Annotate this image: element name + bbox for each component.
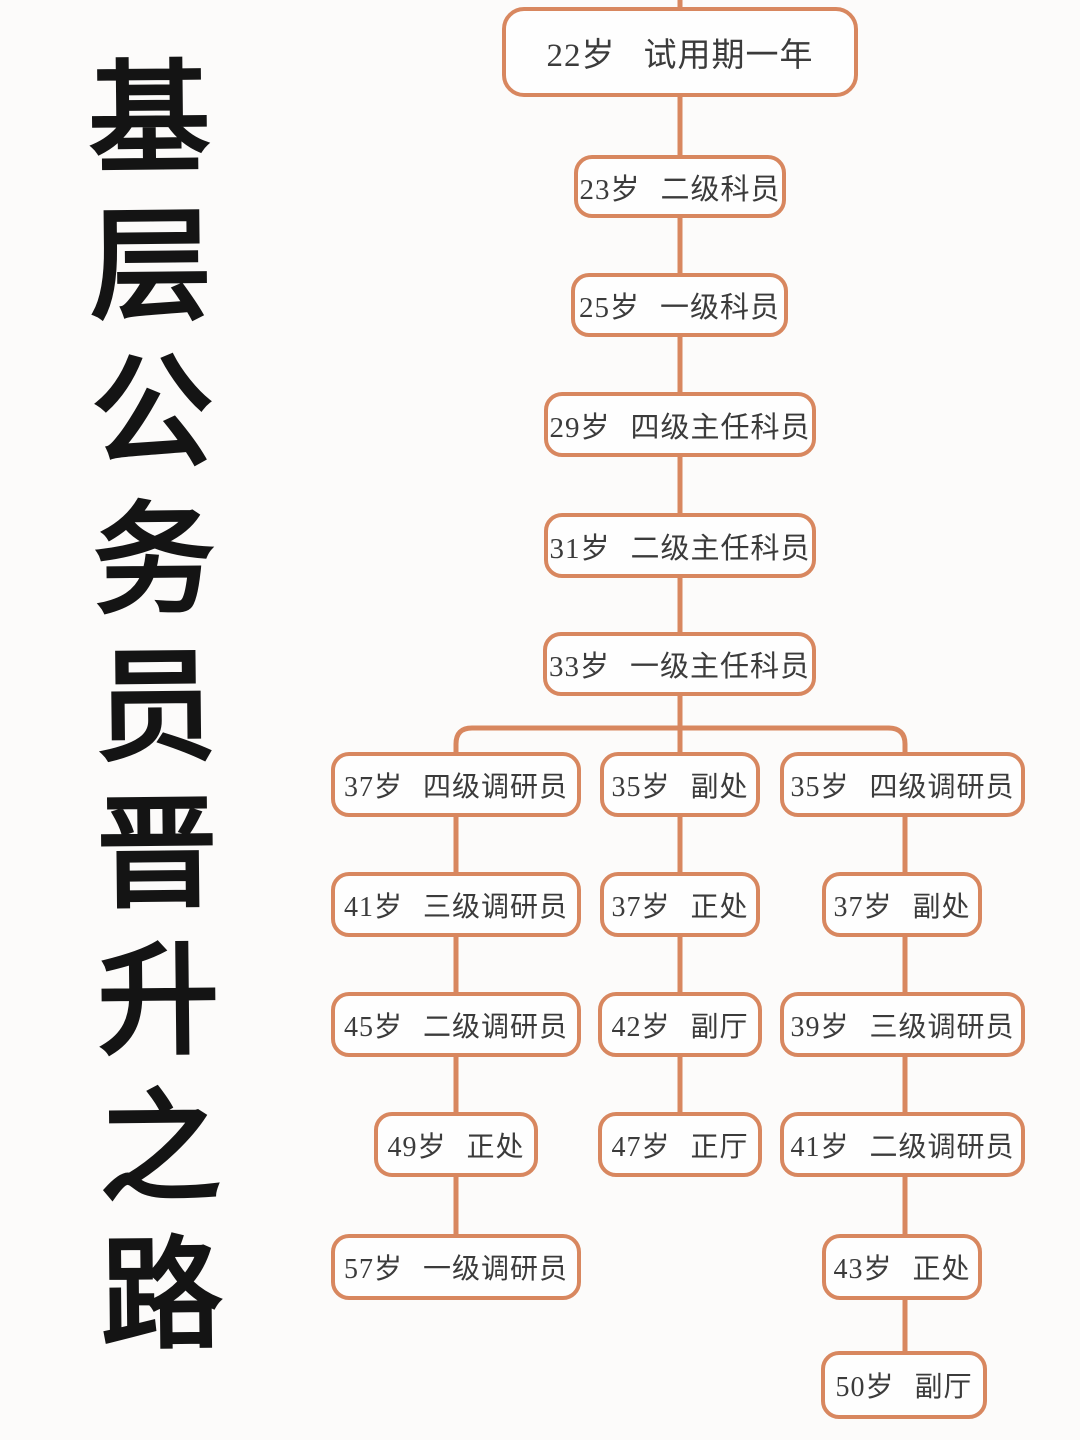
node-right-0-age: 35岁 xyxy=(790,771,850,803)
node-left-0-age: 37岁 xyxy=(343,771,403,803)
node-main-1-age: 23岁 xyxy=(579,173,641,206)
node-middle-3: 47岁 正厅 xyxy=(598,1112,762,1177)
node-right-4: 43岁 正处 xyxy=(822,1234,982,1300)
node-left-0: 37岁 四级调研员 xyxy=(331,752,581,817)
node-main-2: 25岁 一级科员 xyxy=(571,273,788,337)
node-middle-0: 35岁 副处 xyxy=(600,752,760,817)
node-right-0: 35岁 四级调研员 xyxy=(780,752,1025,817)
node-right-5-role: 副厅 xyxy=(914,1372,973,1403)
node-main-3-age: 29岁 xyxy=(549,411,611,444)
node-right-1: 37岁 副处 xyxy=(822,872,982,937)
node-right-1-age: 37岁 xyxy=(833,891,893,923)
node-left-4-age: 57岁 xyxy=(343,1254,403,1285)
node-left-0-role: 四级调研员 xyxy=(423,771,569,803)
node-main-1-role: 二级科员 xyxy=(660,173,781,206)
node-main-1: 23岁 二级科员 xyxy=(574,155,786,218)
node-right-0-role: 四级调研员 xyxy=(869,771,1015,803)
node-main-5-age: 33岁 xyxy=(548,651,610,683)
node-left-4-role: 一级调研员 xyxy=(423,1254,569,1285)
node-main-4-age: 31岁 xyxy=(549,532,611,565)
node-main-4-role: 二级主任科员 xyxy=(630,532,811,565)
node-middle-3-age: 47岁 xyxy=(611,1131,671,1163)
node-middle-3-role: 正厅 xyxy=(690,1131,749,1163)
node-right-4-age: 43岁 xyxy=(833,1254,893,1285)
node-left-1-age: 41岁 xyxy=(343,891,403,923)
node-right-2-age: 39岁 xyxy=(790,1011,850,1043)
node-main-3: 29岁 四级主任科员 xyxy=(544,392,816,457)
node-right-4-role: 正处 xyxy=(912,1254,971,1285)
page-title: 基层公务员晋升之路 xyxy=(70,53,220,1378)
node-middle-2-age: 42岁 xyxy=(611,1011,671,1043)
node-main-0-role: 试用期一年 xyxy=(643,38,814,74)
node-middle-0-age: 35岁 xyxy=(611,771,671,803)
node-middle-1: 37岁 正处 xyxy=(600,872,760,937)
node-right-5-age: 50岁 xyxy=(835,1372,895,1403)
node-right-3-age: 41岁 xyxy=(790,1131,850,1163)
node-left-2-age: 45岁 xyxy=(343,1011,403,1043)
node-right-3: 41岁 二级调研员 xyxy=(780,1112,1025,1177)
node-left-2: 45岁 二级调研员 xyxy=(331,992,581,1057)
node-left-3-age: 49岁 xyxy=(387,1131,447,1163)
node-left-3-role: 正处 xyxy=(466,1131,525,1163)
node-main-5-role: 一级主任科员 xyxy=(630,651,811,683)
node-middle-2-role: 副厅 xyxy=(690,1011,749,1043)
node-left-3: 49岁 正处 xyxy=(374,1112,538,1177)
node-right-2: 39岁 三级调研员 xyxy=(780,992,1025,1057)
node-main-0-age: 22岁 xyxy=(546,38,616,74)
node-main-4: 31岁 二级主任科员 xyxy=(544,513,816,578)
node-middle-1-age: 37岁 xyxy=(611,891,671,923)
node-right-5: 50岁 副厅 xyxy=(821,1351,987,1419)
node-main-2-role: 一级科员 xyxy=(660,292,781,324)
node-middle-1-role: 正处 xyxy=(690,891,749,923)
node-left-1: 41岁 三级调研员 xyxy=(331,872,581,937)
node-right-3-role: 二级调研员 xyxy=(869,1131,1015,1163)
node-main-3-role: 四级主任科员 xyxy=(630,411,811,444)
node-right-2-role: 三级调研员 xyxy=(869,1011,1015,1043)
node-middle-0-role: 副处 xyxy=(690,771,749,803)
node-main-2-age: 25岁 xyxy=(578,292,640,324)
node-left-4: 57岁 一级调研员 xyxy=(331,1234,581,1300)
node-left-1-role: 三级调研员 xyxy=(423,891,569,923)
node-middle-2: 42岁 副厅 xyxy=(598,992,762,1057)
node-left-2-role: 二级调研员 xyxy=(423,1011,569,1043)
node-right-1-role: 副处 xyxy=(912,891,971,923)
node-main-5: 33岁 一级主任科员 xyxy=(543,632,816,696)
node-main-0: 22岁 试用期一年 xyxy=(502,7,858,97)
